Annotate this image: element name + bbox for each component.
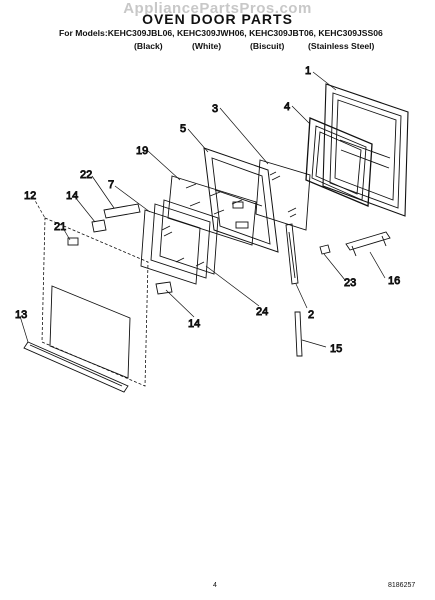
page-number: 4	[213, 582, 217, 589]
callout-15: 15	[330, 343, 342, 355]
page-title: OVEN DOOR PARTS	[142, 11, 293, 27]
callout-12: 12	[24, 190, 36, 202]
callout-2: 2	[308, 309, 314, 321]
callout-21: 21	[54, 221, 66, 233]
watermark: AppliancePartsPros.com	[123, 0, 312, 17]
callout-24: 24	[256, 306, 268, 318]
part-15-rod	[294, 311, 303, 357]
callout-22: 22	[80, 169, 92, 181]
models-line: For Models:KEHC309JBL06, KEHC309JWH06, K…	[59, 28, 383, 38]
part-3-inner-glass	[255, 159, 311, 231]
part-2-hinge	[285, 223, 299, 285]
callout-4: 4	[284, 101, 290, 113]
callout-5: 5	[180, 123, 186, 135]
callout-13: 13	[15, 309, 27, 321]
callout-23: 23	[344, 277, 356, 289]
variant-black: (Black)	[134, 41, 163, 51]
part-16-bracket	[345, 231, 391, 257]
document-number: 8186257	[388, 582, 416, 589]
leader-lines	[19, 71, 386, 348]
part-14-bracket-upper	[91, 219, 107, 233]
part-12-outer-panel	[41, 217, 149, 387]
variant-biscuit: (Biscuit)	[250, 41, 285, 51]
callout-7: 7	[108, 179, 114, 191]
part-14-bracket-lower	[155, 281, 173, 295]
callout-16: 16	[388, 275, 400, 287]
part-23-clip	[319, 244, 331, 255]
part-4-door-frame	[305, 117, 373, 207]
variant-white: (White)	[192, 41, 222, 51]
variant-stainless: (Stainless Steel)	[308, 41, 375, 51]
callout-3: 3	[212, 103, 218, 115]
callout-14-upper: 14	[66, 190, 78, 202]
callout-1: 1	[305, 65, 311, 77]
callout-14-lower: 14	[188, 318, 200, 330]
part-22-trim	[103, 203, 141, 219]
part-13-handle	[23, 341, 129, 393]
callout-19: 19	[136, 145, 148, 157]
part-19-insulation	[167, 175, 257, 246]
part-1-outer-door	[322, 83, 409, 217]
part-24-glass-panel	[150, 199, 219, 279]
